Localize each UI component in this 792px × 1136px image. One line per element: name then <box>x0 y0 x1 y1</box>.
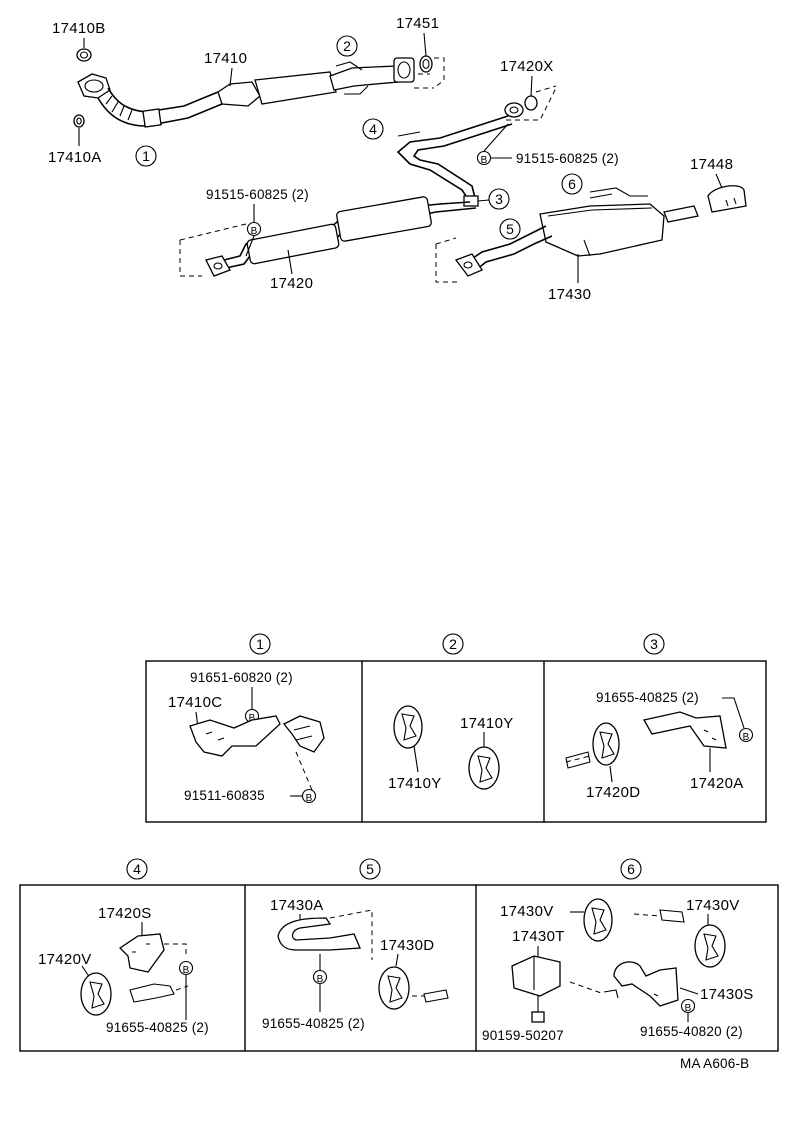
detail-header-4 <box>126 858 148 880</box>
detail-header-3 <box>643 633 665 655</box>
svg-text:B: B <box>306 793 313 804</box>
svg-text:1: 1 <box>142 148 150 164</box>
label-17410y-lower: 17410Y <box>388 775 442 792</box>
label-91655-40825-d5: 91655-40825 (2) <box>262 1016 365 1031</box>
detail-row-2: 4 5 6 17420S B 17420V 91655-40825 (2) 17… <box>19 858 779 1052</box>
label-17420v: 17420V <box>38 951 92 968</box>
bolt-marker-upper <box>476 150 492 166</box>
detail-header-6 <box>620 858 642 880</box>
svg-text:4: 4 <box>369 121 377 137</box>
callout-3 <box>488 188 510 210</box>
main-assembly <box>73 48 747 283</box>
label-bolt-lower: 91515-60825 (2) <box>206 187 309 202</box>
callout-2 <box>336 35 358 57</box>
svg-text:B: B <box>249 713 256 724</box>
label-17430a: 17430A <box>270 897 324 914</box>
top-labels: 17410B 17410 17451 17410A 17420X 17448 1… <box>48 15 733 303</box>
detail-header-5 <box>359 858 381 880</box>
callout-6 <box>561 173 583 195</box>
label-17430d: 17430D <box>380 937 434 954</box>
svg-text:6: 6 <box>568 176 576 192</box>
front-pipe-17410 <box>77 57 415 128</box>
svg-text:B: B <box>481 155 488 166</box>
svg-text:5: 5 <box>506 221 514 237</box>
callout-5 <box>499 218 521 240</box>
svg-text:4: 4 <box>133 861 141 877</box>
label-91655-40825-d3: 91655-40825 (2) <box>596 690 699 705</box>
detail-2: 17410Y 17410Y <box>388 705 514 792</box>
detail-6: 17430V 17430T 90159-50207 17430V 17430S <box>482 897 754 1043</box>
detail-1: 91651-60820 (2) B 17410C 91511-60835 B <box>168 670 325 804</box>
label-17420d: 17420D <box>586 784 640 801</box>
label-17410b: 17410B <box>52 20 106 37</box>
label-91511-60835: 91511-60835 <box>184 788 265 803</box>
label-17430v-right: 17430V <box>686 897 740 914</box>
svg-text:B: B <box>251 226 258 237</box>
label-17420s: 17420S <box>98 905 152 922</box>
label-17410y-upper: 17410Y <box>460 715 514 732</box>
bolt-marker-lower <box>246 221 262 237</box>
label-90159-50207: 90159-50207 <box>482 1028 564 1043</box>
callout-4 <box>362 118 384 140</box>
label-91655-40825-d4: 91655-40825 (2) <box>106 1020 209 1035</box>
svg-text:B: B <box>743 732 750 743</box>
label-17430v-left: 17430V <box>500 903 554 920</box>
detail-3: 91655-40825 (2) B 17420D 17420A <box>565 690 754 801</box>
label-91655-40820: 91655-40820 (2) <box>640 1024 743 1039</box>
detail-4: 17420S B 17420V 91655-40825 (2) <box>38 905 209 1035</box>
svg-text:B: B <box>317 974 324 985</box>
label-17430s: 17430S <box>700 986 754 1003</box>
svg-text:B: B <box>183 965 190 976</box>
callouts: 1 2 3 4 5 6 <box>135 35 583 240</box>
svg-text:3: 3 <box>650 636 658 652</box>
label-bolt-upper: 91515-60825 (2) <box>516 151 619 166</box>
label-17410: 17410 <box>204 50 247 67</box>
svg-text:5: 5 <box>366 861 374 877</box>
detail-header-2 <box>442 633 464 655</box>
label-17451: 17451 <box>396 15 439 32</box>
svg-text:1: 1 <box>256 636 264 652</box>
center-pipe-17420 <box>179 87 557 277</box>
label-17430: 17430 <box>548 286 591 303</box>
svg-text:2: 2 <box>449 636 457 652</box>
label-17410a: 17410A <box>48 149 102 166</box>
label-17448: 17448 <box>690 156 733 173</box>
svg-text:3: 3 <box>495 191 503 207</box>
gasket-17410b <box>76 48 92 62</box>
label-17420: 17420 <box>270 275 313 292</box>
label-17410c: 17410C <box>168 694 222 711</box>
label-17420x: 17420X <box>500 58 554 75</box>
gasket-17451 <box>419 55 433 73</box>
detail-5: 17430A B 91655-40825 (2) 17430D <box>262 897 449 1031</box>
detail-header-1 <box>249 633 271 655</box>
svg-text:6: 6 <box>627 861 635 877</box>
label-91651-60820: 91651-60820 (2) <box>190 670 293 685</box>
diagram-code: MA A606-B <box>680 1056 749 1071</box>
svg-text:B: B <box>685 1003 692 1014</box>
muffler-17430 <box>435 185 747 283</box>
label-17430t: 17430T <box>512 928 565 945</box>
svg-text:2: 2 <box>343 38 351 54</box>
label-17420a: 17420A <box>690 775 744 792</box>
callout-1 <box>135 145 157 167</box>
detail-row-1: 1 2 3 91651-60820 (2) B 17410C 91511-608… <box>145 633 767 823</box>
gasket-17410a <box>73 114 85 128</box>
